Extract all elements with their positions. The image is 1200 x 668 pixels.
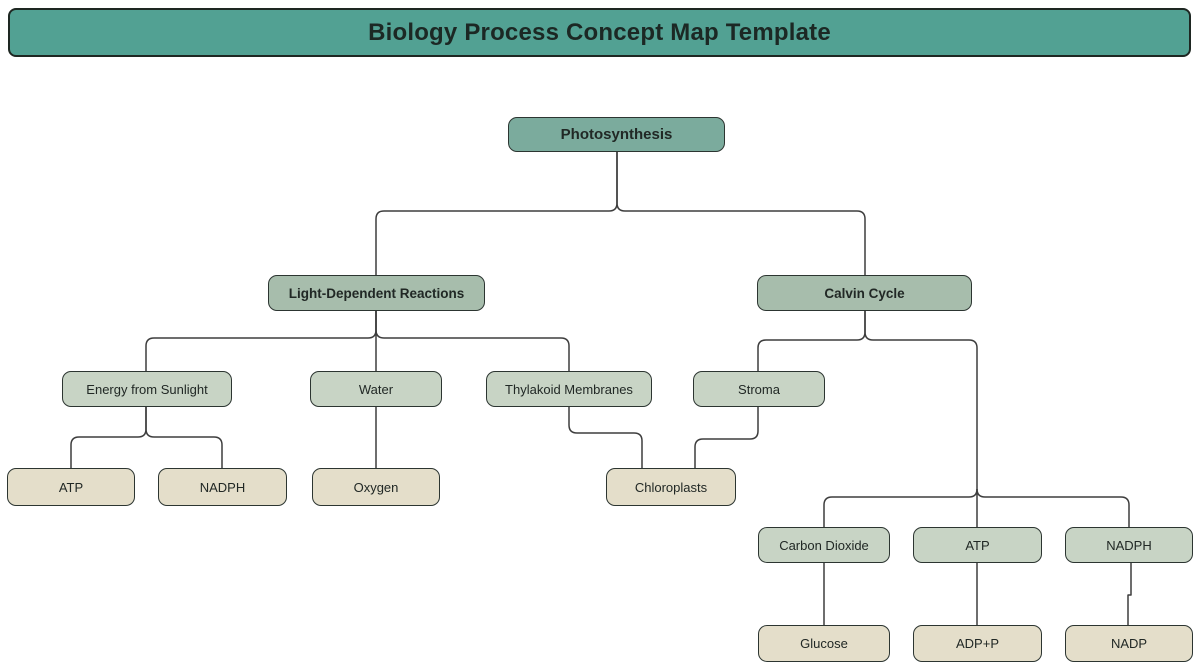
node-label: NADPH bbox=[1106, 537, 1152, 553]
node-label: ADP+P bbox=[956, 636, 999, 651]
node-water[interactable]: Water bbox=[310, 371, 442, 407]
node-label: NADPH bbox=[199, 479, 246, 495]
node-label: ATP bbox=[58, 479, 84, 495]
edge-energy-from-sunlight-nadph-left bbox=[145, 407, 223, 468]
node-label: NADP bbox=[1110, 636, 1148, 651]
edge-stroma-chloroplasts bbox=[694, 407, 759, 468]
edge-photosynthesis-calvin-cycle bbox=[616, 152, 866, 275]
node-calvin-cycle[interactable]: Calvin Cycle bbox=[757, 275, 972, 311]
node-atp-right[interactable]: ATP bbox=[913, 527, 1042, 563]
node-thylakoid-membranes[interactable]: Thylakoid Membranes bbox=[486, 371, 652, 407]
edge-thylakoid-membranes-chloroplasts bbox=[568, 407, 643, 468]
node-chloroplasts[interactable]: Chloroplasts bbox=[606, 468, 736, 506]
node-photosynthesis[interactable]: Photosynthesis bbox=[508, 117, 725, 152]
node-carbon-dioxide[interactable]: Carbon Dioxide bbox=[758, 527, 890, 563]
node-label: Photosynthesis bbox=[560, 126, 673, 143]
node-atp-left[interactable]: ATP bbox=[7, 468, 135, 506]
node-label: Water bbox=[358, 381, 394, 397]
node-label: Glucose bbox=[800, 636, 848, 651]
node-stroma[interactable]: Stroma bbox=[693, 371, 825, 407]
edge-calvin-cycle-atp-right bbox=[864, 311, 978, 527]
node-label: Thylakoid Membranes bbox=[505, 381, 633, 397]
node-label: Calvin Cycle bbox=[824, 285, 905, 301]
node-label: Light-Dependent Reactions bbox=[288, 285, 465, 301]
node-nadph-right[interactable]: NADPH bbox=[1065, 527, 1193, 563]
node-energy-from-sunlight[interactable]: Energy from Sunlight bbox=[62, 371, 232, 407]
node-glucose[interactable]: Glucose bbox=[758, 625, 890, 662]
node-label: Carbon Dioxide bbox=[779, 537, 869, 553]
page-title: Biology Process Concept Map Template bbox=[368, 18, 831, 46]
node-adp-p[interactable]: ADP+P bbox=[913, 625, 1042, 662]
title-banner: Biology Process Concept Map Template bbox=[8, 8, 1191, 57]
edge-calvin-cycle-carbon-dioxide bbox=[823, 488, 978, 527]
node-nadph-left[interactable]: NADPH bbox=[158, 468, 287, 506]
edge-light-dependent-reactions-energy-from-sunlight bbox=[145, 311, 377, 371]
edge-nadph-right-nadp bbox=[1127, 563, 1132, 625]
node-light-dependent-reactions[interactable]: Light-Dependent Reactions bbox=[268, 275, 485, 311]
node-label: Chloroplasts bbox=[634, 479, 708, 495]
edge-photosynthesis-light-dependent-reactions bbox=[375, 152, 618, 275]
edge-light-dependent-reactions-thylakoid-membranes bbox=[375, 311, 570, 371]
node-label: Oxygen bbox=[353, 479, 399, 495]
edge-calvin-cycle-stroma bbox=[757, 311, 866, 371]
node-oxygen[interactable]: Oxygen bbox=[312, 468, 440, 506]
edge-energy-from-sunlight-atp-left bbox=[70, 407, 147, 468]
node-label: ATP bbox=[965, 537, 990, 553]
node-nadp[interactable]: NADP bbox=[1065, 625, 1193, 662]
node-label: Stroma bbox=[738, 381, 780, 397]
node-label: Energy from Sunlight bbox=[86, 381, 208, 397]
edge-calvin-cycle-nadph-right bbox=[976, 488, 1130, 527]
